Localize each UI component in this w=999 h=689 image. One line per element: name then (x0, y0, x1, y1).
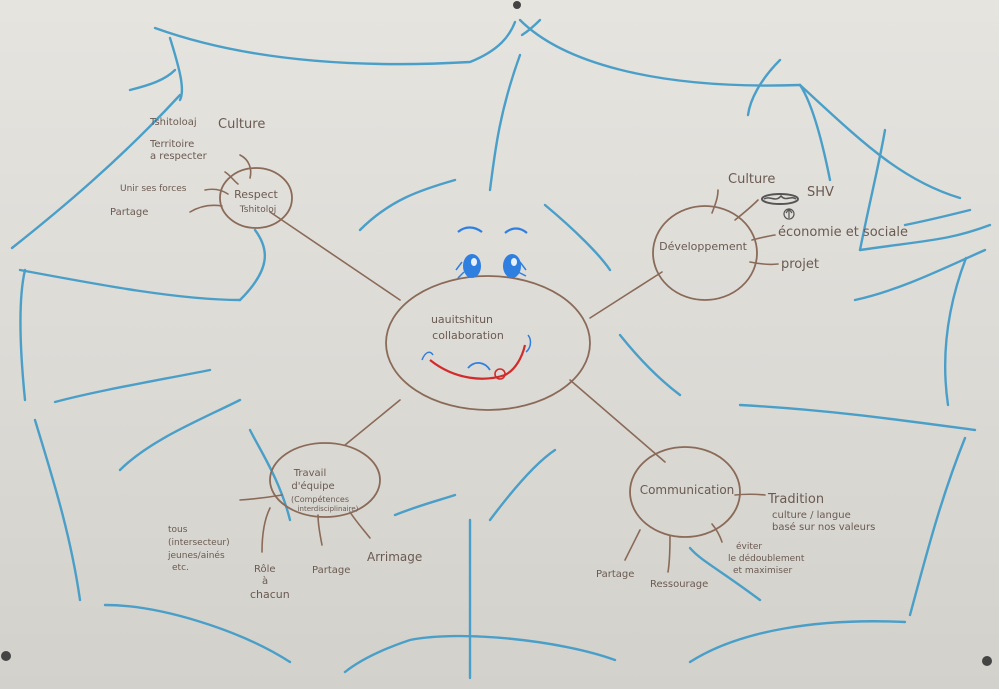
lips (467, 362, 491, 371)
travail-label-partage: Partage (312, 565, 350, 576)
communication-title: Communication (640, 483, 735, 497)
communication-bubble (629, 446, 741, 538)
bubbles (219, 167, 758, 538)
travail-title-3: (Compétences (291, 494, 349, 504)
developpement-label-culture: Culture (728, 172, 775, 187)
eyelashes (455, 261, 527, 279)
center-bubble (385, 275, 591, 411)
developpement-label-shv: SHV (807, 185, 834, 200)
respect-label-territoire-1: Territoire (149, 139, 194, 150)
communication-label-eviter-2: le dédoublement (728, 553, 805, 564)
mouth-smile (429, 344, 527, 380)
travail-label-role-2: à (262, 575, 268, 587)
respect-bubble (219, 167, 293, 229)
travail-label-tous-2: (intersecteur) (168, 538, 230, 548)
tongue (494, 368, 506, 380)
developpement-label-economie: économie et sociale (778, 225, 908, 240)
communication-label-tradition-3: basé sur nos valeurs (772, 521, 875, 533)
connector-lines (189, 154, 779, 573)
respect-label-culture: Culture (218, 117, 265, 132)
respect-label-partage: Partage (110, 207, 148, 218)
travail-title-2: d'équipe (291, 480, 334, 492)
left-eyebrow (457, 226, 483, 233)
communication-label-tradition-2: culture / langue (772, 510, 851, 521)
pin-icon (982, 656, 992, 666)
center-line-1: uauitshitun (431, 313, 493, 326)
right-eye-icon (503, 254, 521, 278)
developpement-label-projet: projet (781, 257, 819, 272)
respect-label-tshitoloj: Tshitoloaj (149, 117, 197, 128)
smiley-face (421, 226, 532, 380)
communication-label-eviter-1: éviter (736, 541, 762, 552)
pin-icon (513, 1, 521, 9)
insert-arrow-icon (783, 208, 795, 220)
travail-label-role-1: Rôle (254, 563, 276, 575)
communication-label-partage: Partage (596, 569, 634, 580)
pin-icon (1, 651, 11, 661)
developpement-title: Développement (659, 240, 747, 253)
right-eyebrow (504, 227, 528, 234)
left-eye-icon (463, 254, 481, 278)
travail-bubble (269, 442, 381, 518)
travail-label-arrimage: Arrimage (367, 550, 422, 564)
travail-label-tous-4: etc. (172, 563, 189, 573)
respect-title-2: Tshitoloj (239, 205, 276, 215)
travail-label-role-3: chacun (250, 588, 290, 601)
respect-label-unir-forces: Unir ses forces (120, 184, 187, 194)
travail-label-tous-3: jeunes/ainés (167, 550, 225, 561)
developpement-bubble (652, 205, 758, 301)
spider-web (10, 18, 992, 680)
communication-label-ressourage: Ressourage (650, 579, 708, 590)
travail-label-tous-1: tous (168, 525, 188, 535)
respect-title-1: Respect (234, 188, 278, 201)
travail-title-1: Travail (293, 468, 326, 479)
communication-label-eviter-3: et maximiser (733, 566, 793, 576)
travail-title-4: interdisciplinaire) (298, 505, 359, 513)
respect-label-territoire-2: a respecter (150, 151, 208, 162)
communication-label-tradition-1: Tradition (767, 492, 824, 507)
scribble-icon (761, 193, 799, 205)
center-line-2: collaboration (432, 329, 504, 342)
